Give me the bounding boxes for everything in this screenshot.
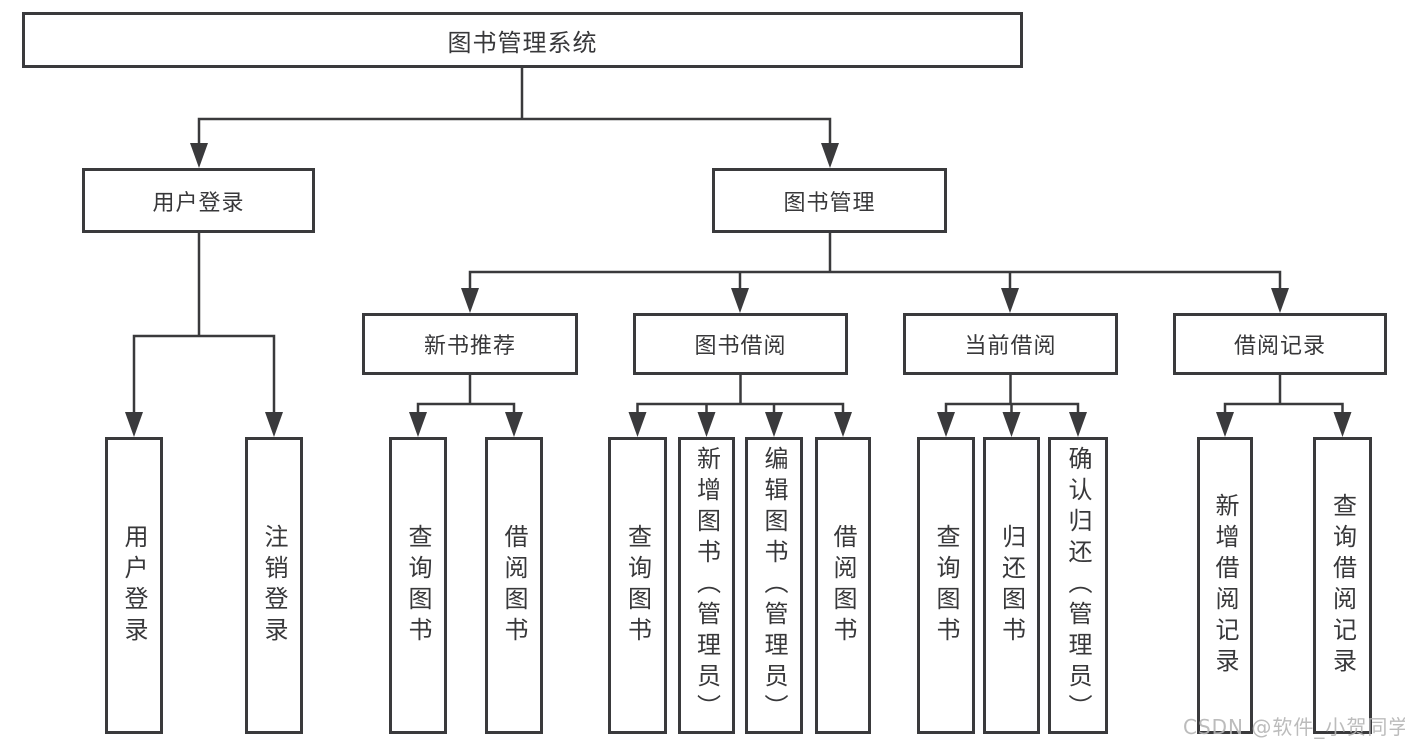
leaf-confirm-return-admin: 确认归还（管理员） [1048, 437, 1108, 734]
leaf-query-books-borrow: 查询图书 [608, 437, 667, 734]
node-book-management: 图书管理 [712, 168, 947, 233]
leaf-logout: 注销登录 [245, 437, 303, 734]
leaf-borrow-books-recommend: 借阅图书 [485, 437, 543, 734]
node-user-login: 用户登录 [82, 168, 315, 233]
node-new-book-recommend: 新书推荐 [362, 313, 578, 375]
csdn-watermark: CSDN @软件_小贺同学 [1183, 715, 1405, 739]
leaf-return-books: 归还图书 [983, 437, 1040, 734]
node-current-borrow: 当前借阅 [903, 313, 1118, 375]
leaf-query-borrow-record: 查询借阅记录 [1313, 437, 1372, 734]
leaf-add-book-admin: 新增图书（管理员） [678, 437, 735, 734]
leaf-query-books-recommend: 查询图书 [389, 437, 447, 734]
node-system-root: 图书管理系统 [22, 12, 1023, 68]
leaf-edit-book-admin: 编辑图书（管理员） [745, 437, 803, 734]
leaf-borrow-books: 借阅图书 [815, 437, 871, 734]
arrowheads [125, 143, 1352, 437]
node-borrow-records: 借阅记录 [1173, 313, 1387, 375]
leaf-user-login: 用户登录 [105, 437, 163, 734]
leaf-query-books-current: 查询图书 [917, 437, 975, 734]
node-book-borrow: 图书借阅 [633, 313, 848, 375]
leaf-add-borrow-record: 新增借阅记录 [1197, 437, 1253, 734]
